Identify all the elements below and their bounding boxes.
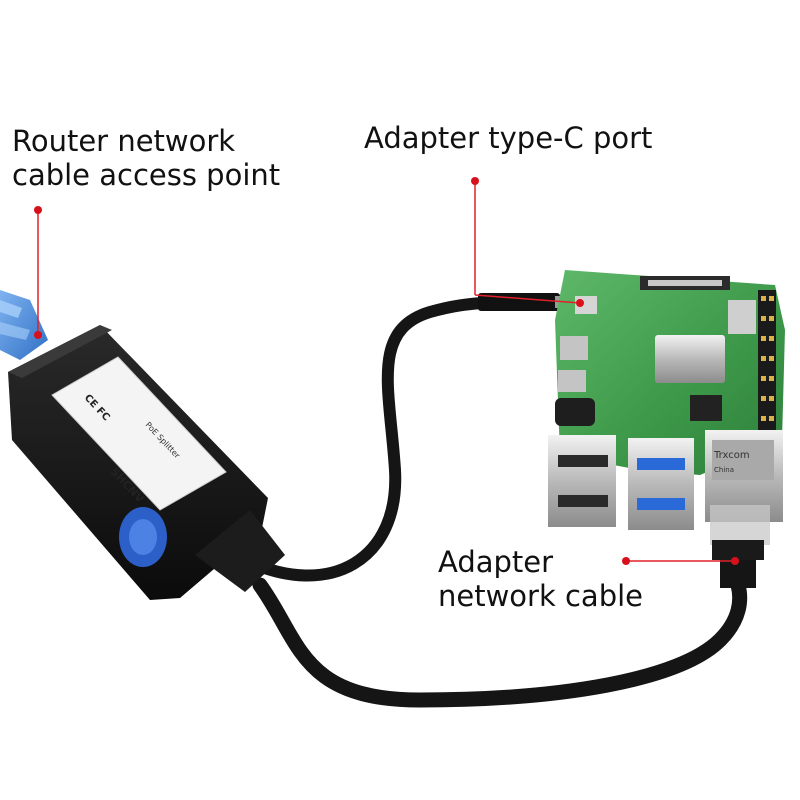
typec-callout-dot — [471, 177, 479, 185]
router-callout — [34, 206, 42, 339]
raspberry-pi-board — [548, 270, 785, 530]
router-callout-line1: Router network — [12, 124, 236, 158]
board-chip-brand: Trxcom — [713, 450, 750, 461]
usb2-ports — [548, 435, 616, 527]
router-callout-label: Router network cable access point — [12, 124, 280, 192]
splitter-label — [51, 356, 227, 511]
router-callout-dot — [34, 206, 42, 214]
typec-cable — [239, 297, 488, 582]
router-cable-plug — [0, 290, 48, 360]
usb3-ports — [628, 438, 694, 530]
network-cable — [252, 577, 748, 708]
network-plug — [710, 505, 770, 588]
typec-callout-label: Adapter type-C port — [364, 121, 652, 155]
router-callout-line2: cable access point — [12, 158, 281, 192]
network-cable-callout-line2: network cable — [438, 579, 644, 613]
network-cable-callout-line1: Adapter — [438, 545, 554, 579]
network-cable-callout-label: Adapter network cable — [438, 545, 643, 613]
poe-splitter — [8, 325, 285, 600]
typec-callout-text: Adapter type-C port — [364, 121, 653, 155]
typec-callout — [471, 177, 584, 307]
network-cable-callout — [622, 557, 739, 565]
network-cable-callout-dot — [622, 557, 630, 565]
board-chip-model: China — [714, 466, 734, 474]
